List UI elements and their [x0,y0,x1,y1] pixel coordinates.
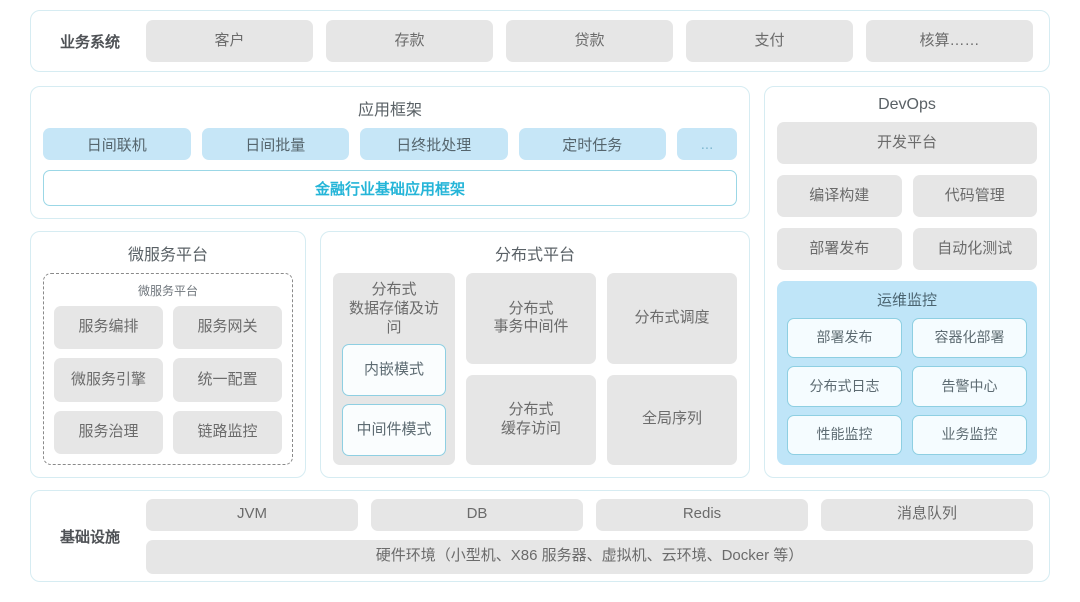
microservice-platform-title: 微服务平台 [127,247,208,264]
distributed-storage-card[interactable]: 分布式 数据存储及访问 内嵌模式 中间件模式 [333,273,455,465]
infrastructure-tile-jvm[interactable]: JVM [146,498,358,531]
devops-title: DevOps [878,96,936,113]
microservice-tile-unified-config[interactable]: 统一配置 [173,358,282,402]
devops-row-2: 部署发布 自动化测试 [777,228,1037,270]
devops-body: DevOps 开发平台 编译构建 代码管理 部署发布 自动化测试 运维监控 部署… [765,87,1049,477]
ops-tile-distributed-logs[interactable]: 分布式日志 [787,366,902,407]
microservice-tile-grid: 服务编排 服务网关 微服务引擎 统一配置 服务治理 链路监控 [54,306,282,454]
microservice-tile-microservice-engine[interactable]: 微服务引擎 [54,358,163,402]
infrastructure-tile-db[interactable]: DB [371,498,583,531]
distributed-tile-scheduling[interactable]: 分布式调度 [607,273,737,364]
app-framework-tile-more[interactable]: ... [677,128,737,160]
distributed-platform-panel: 分布式平台 分布式 数据存储及访问 内嵌模式 中间件模式 分布式 事务中间件 分… [320,231,750,478]
lower-platform-row: 微服务平台 微服务平台 服务编排 服务网关 微服务引擎 统一配置 服务治理 链路… [30,231,750,478]
app-framework-tile-row: 日间联机 日间批量 日终批处理 定时任务 ... [43,128,737,160]
app-framework-title: 应用框架 [357,102,422,119]
app-framework-panel: 应用框架 日间联机 日间批量 日终批处理 定时任务 ... 金融行业基础应用框架 [30,86,750,219]
business-system-tile-payment[interactable]: 支付 [686,20,853,62]
devops-tile-compile-build[interactable]: 编译构建 [777,175,902,217]
microservice-tile-trace-monitoring[interactable]: 链路监控 [173,410,282,454]
microservice-inner-box: 微服务平台 服务编排 服务网关 微服务引擎 统一配置 服务治理 链路监控 [43,273,293,465]
distributed-tile-cache-access[interactable]: 分布式 缓存访问 [466,374,596,465]
app-framework-tile-daytime-online[interactable]: 日间联机 [43,128,191,160]
business-systems-panel: 业务系统 客户 存款 贷款 支付 核算…… [30,10,1050,72]
business-system-tile-customer[interactable]: 客户 [146,20,313,62]
business-system-tile-accounting[interactable]: 核算…… [866,20,1033,62]
business-system-tile-loan[interactable]: 贷款 [506,20,673,62]
distributed-storage-column: 分布式 数据存储及访问 内嵌模式 中间件模式 [333,273,455,465]
infrastructure-tile-row: JVM DB Redis 消息队列 [146,498,1033,531]
microservice-platform-panel: 微服务平台 微服务平台 服务编排 服务网关 微服务引擎 统一配置 服务治理 链路… [30,231,306,478]
microservice-inner-title: 微服务平台 [137,284,198,298]
devops-tile-code-management[interactable]: 代码管理 [912,175,1037,217]
app-framework-base-band: 金融行业基础应用框架 [43,170,737,206]
app-framework-tile-scheduled-task[interactable]: 定时任务 [518,128,666,160]
distributed-tile-global-sequence[interactable]: 全局序列 [607,374,737,465]
infrastructure-tile-hardware-env[interactable]: 硬件环境（小型机、X86 服务器、虚拟机、云环境、Docker 等） [146,539,1033,574]
microservice-tile-service-gateway[interactable]: 服务网关 [173,306,282,350]
distributed-storage-mode-embedded[interactable]: 内嵌模式 [342,344,446,397]
devops-tile-dev-platform[interactable]: 开发平台 [777,122,1037,164]
microservice-tile-service-governance[interactable]: 服务治理 [54,410,163,454]
devops-tile-deploy-release[interactable]: 部署发布 [777,228,902,270]
ops-monitoring-box: 运维监控 部署发布 容器化部署 分布式日志 告警中心 性能监控 业务监控 [777,281,1037,465]
business-system-tile-deposit[interactable]: 存款 [326,20,493,62]
distributed-platform-body: 分布式 数据存储及访问 内嵌模式 中间件模式 分布式 事务中间件 分布式调度 分… [321,273,749,477]
ops-tile-performance-monitoring[interactable]: 性能监控 [787,414,902,455]
infrastructure-body: JVM DB Redis 消息队列 硬件环境（小型机、X86 服务器、虚拟机、云… [146,498,1033,574]
ops-tile-business-monitoring[interactable]: 业务监控 [912,414,1027,455]
distributed-platform-title: 分布式平台 [494,247,575,264]
microservice-tile-service-orchestration[interactable]: 服务编排 [54,306,163,350]
infrastructure-panel: 基础设施 JVM DB Redis 消息队列 硬件环境（小型机、X86 服务器、… [30,490,1050,582]
devops-panel: DevOps 开发平台 编译构建 代码管理 部署发布 自动化测试 运维监控 部署… [764,86,1050,478]
ops-monitoring-grid: 部署发布 容器化部署 分布式日志 告警中心 性能监控 业务监控 [787,318,1027,455]
app-framework-tile-daytime-batch[interactable]: 日间批量 [201,128,349,160]
infrastructure-tile-message-queue[interactable]: 消息队列 [821,498,1033,531]
ops-tile-containerized-deploy[interactable]: 容器化部署 [912,318,1027,359]
devops-tile-automated-testing[interactable]: 自动化测试 [912,228,1037,270]
distributed-tile-grid: 分布式 事务中间件 分布式调度 分布式 缓存访问 全局序列 [466,273,737,465]
business-systems-label: 业务系统 [59,33,120,51]
platform-column: 应用框架 日间联机 日间批量 日终批处理 定时任务 ... 金融行业基础应用框架… [30,86,750,478]
ops-tile-alert-center[interactable]: 告警中心 [912,366,1027,407]
infrastructure-hardware-row: 硬件环境（小型机、X86 服务器、虚拟机、云环境、Docker 等） [146,539,1033,574]
ops-monitoring-title: 运维监控 [876,292,937,309]
middle-area: 应用框架 日间联机 日间批量 日终批处理 定时任务 ... 金融行业基础应用框架… [30,86,1050,478]
app-framework-tile-eod-batch[interactable]: 日终批处理 [360,128,508,160]
infrastructure-tile-redis[interactable]: Redis [596,498,808,531]
distributed-tile-transaction-middleware[interactable]: 分布式 事务中间件 [466,273,596,364]
infrastructure-label: 基础设施 [59,528,120,546]
ops-tile-deploy-release[interactable]: 部署发布 [787,318,902,359]
distributed-storage-mode-middleware[interactable]: 中间件模式 [342,404,446,456]
distributed-storage-title: 分布式 数据存储及访问 [348,281,439,336]
devops-row-1: 编译构建 代码管理 [777,175,1037,217]
